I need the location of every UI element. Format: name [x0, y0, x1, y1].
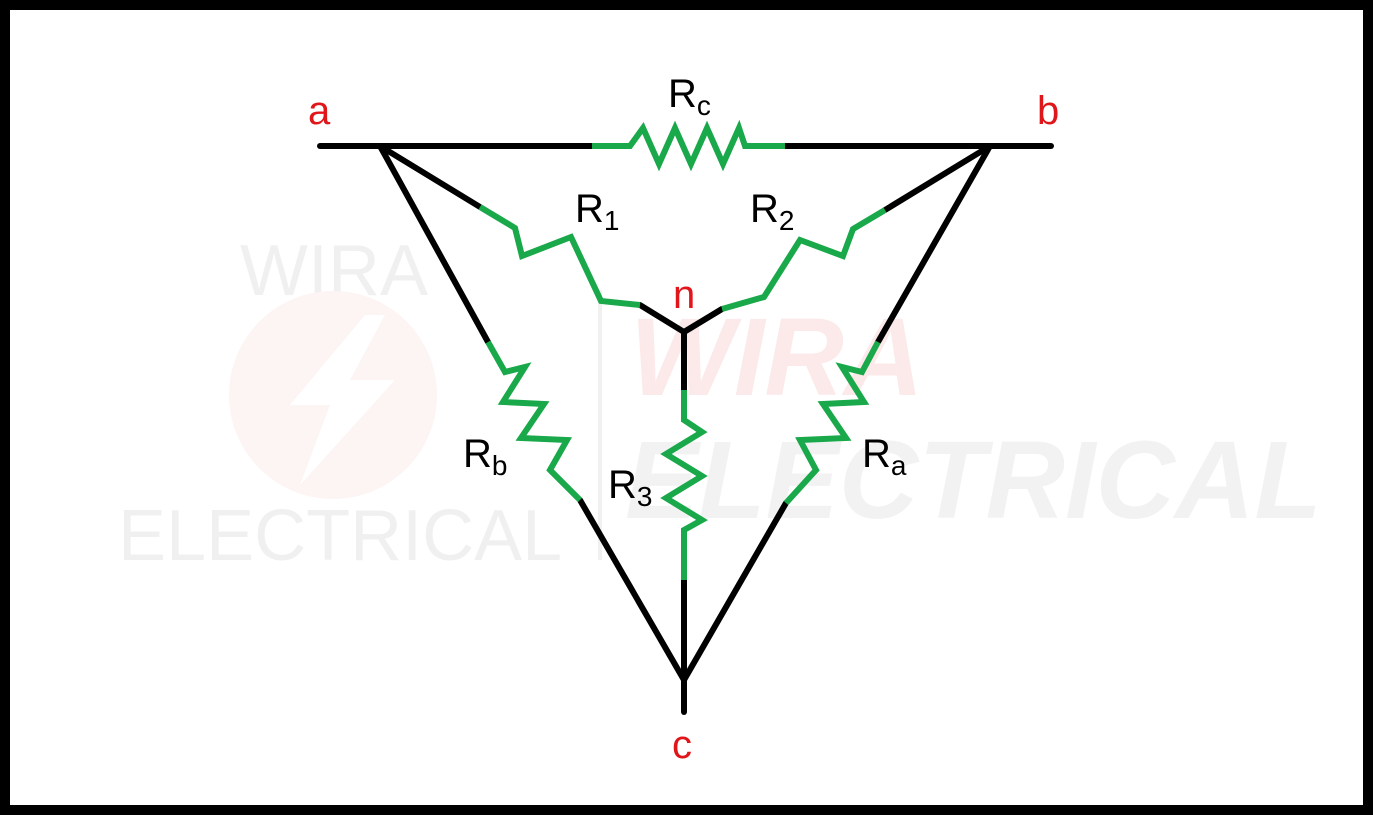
watermark: WIRA ELECTRICAL WIRA ELECTRICAL — [118, 231, 1322, 576]
label-ra: Ra — [862, 432, 907, 481]
node-label-a: a — [308, 89, 331, 133]
watermark-logo-circle — [229, 291, 437, 499]
resistors — [478, 119, 887, 580]
wire-r1-n — [637, 302, 687, 335]
watermark-big-bottom-text: ELECTRICAL — [625, 419, 1322, 542]
watermark-divider — [598, 290, 602, 560]
wires — [317, 143, 1054, 715]
resistor-r2 — [721, 207, 887, 312]
resistor-rb — [485, 340, 583, 503]
node-label-c: c — [672, 723, 692, 767]
node-label-b: b — [1037, 89, 1059, 133]
wire-rb-c — [577, 497, 687, 683]
watermark-bottom-text: ELECTRICAL — [118, 496, 562, 576]
watermark-top-text: WIRA — [240, 231, 428, 311]
lightning-icon — [290, 315, 395, 485]
watermark-big-top-text: WIRA — [630, 296, 923, 419]
resistor-r1 — [478, 204, 641, 308]
label-rc: Rc — [668, 72, 711, 121]
wire-a-rb — [377, 143, 491, 345]
label-r3: R3 — [608, 463, 652, 512]
wire-b-ra — [875, 143, 993, 345]
node-label-n: n — [673, 273, 695, 317]
resistor-labels: Rc R1 R2 R3 Rb Ra — [463, 72, 907, 512]
resistor-ra — [783, 340, 881, 506]
label-r2: R2 — [750, 187, 794, 236]
wire-ra-c — [681, 500, 789, 683]
node-labels: a b c n — [308, 89, 1059, 767]
resistor-rc — [592, 119, 785, 172]
resistor-r3 — [660, 390, 708, 580]
wire-r2-n — [681, 306, 725, 335]
label-r1: R1 — [575, 187, 619, 236]
wire-a-r1 — [377, 143, 483, 210]
wire-b-r2 — [882, 143, 993, 213]
label-rb: Rb — [463, 432, 507, 481]
